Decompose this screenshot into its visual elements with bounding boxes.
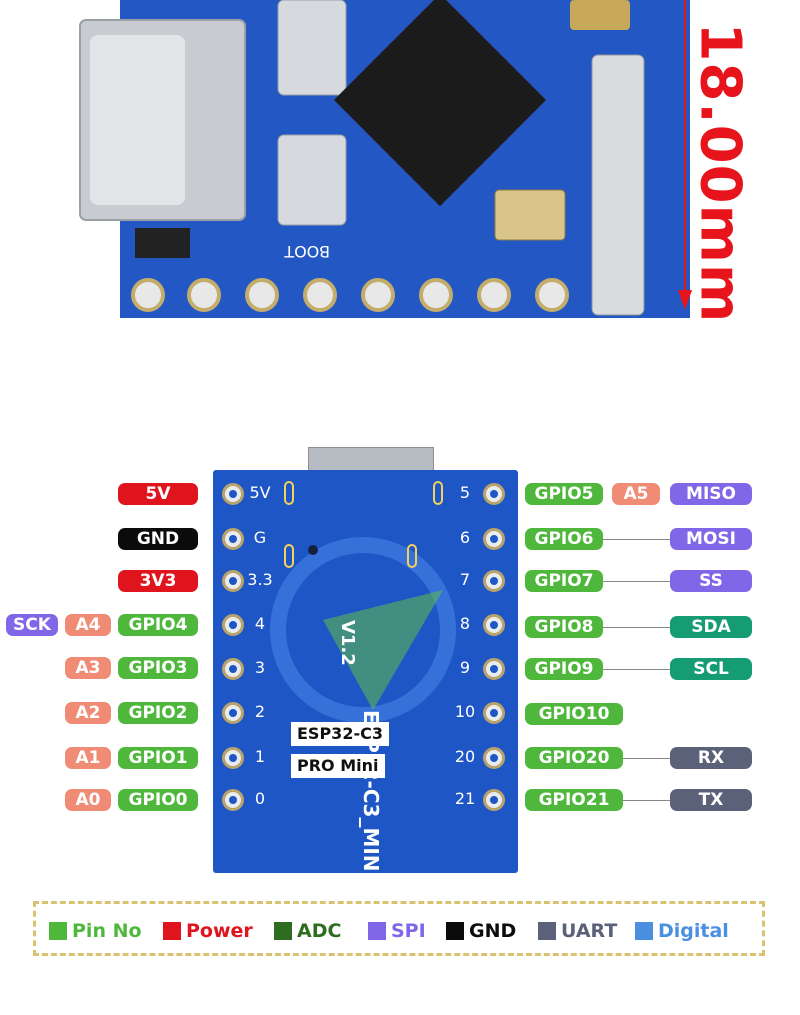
- board-photo-top: BOOT 18.00mm: [0, 0, 800, 340]
- label-gpio9: GPIO9: [525, 658, 603, 680]
- legend-swatch: [49, 922, 67, 940]
- pin-number-left: 0: [254, 789, 266, 808]
- label-a5: A5: [612, 483, 660, 505]
- legend-swatch: [274, 922, 292, 940]
- pin-number-right: 5: [459, 483, 471, 502]
- pin-number-left: 4: [254, 614, 266, 633]
- pin-number-right: 6: [459, 528, 471, 547]
- pin-pad-left: [222, 614, 244, 636]
- legend-swatch: [635, 922, 653, 940]
- legend-label: Power: [186, 920, 253, 942]
- pin-number-left: 2: [254, 702, 266, 721]
- pin-number-left: 1: [254, 747, 266, 766]
- pin-pad-right: [483, 614, 505, 636]
- pin-pad-left: [222, 528, 244, 550]
- legend-label: Pin No: [72, 920, 142, 942]
- label-mosi: MOSI: [670, 528, 752, 550]
- label-scl: SCL: [670, 658, 752, 680]
- label-rx: RX: [670, 747, 752, 769]
- label-a4: A4: [65, 614, 111, 636]
- pin-pad-right: [483, 702, 505, 724]
- label-gpio6: GPIO6: [525, 528, 603, 550]
- connector-line: [603, 581, 670, 582]
- pin-pad-right: [483, 789, 505, 811]
- label-gpio2: GPIO2: [118, 702, 198, 724]
- label-gnd: GND: [118, 528, 198, 550]
- legend-item: GND: [446, 921, 516, 941]
- legend: Pin No Power ADC SPI GND UART Digital: [33, 901, 765, 956]
- connector-line: [623, 758, 670, 759]
- pin-number-right: 10: [454, 702, 476, 721]
- label-a2: A2: [65, 702, 111, 724]
- label-ss: SS: [670, 570, 752, 592]
- label-3v3: 3V3: [118, 570, 198, 592]
- legend-label: ADC: [297, 920, 342, 942]
- label-gpio20: GPIO20: [525, 747, 623, 769]
- legend-item: UART: [538, 921, 617, 941]
- pin-number-left: 3.3: [247, 570, 273, 589]
- legend-label: SPI: [391, 920, 426, 942]
- label-a0: A0: [65, 789, 111, 811]
- label-sck: SCK: [6, 614, 58, 636]
- legend-swatch: [163, 922, 181, 940]
- label-gpio8: GPIO8: [525, 616, 603, 638]
- pin-number-right: 8: [459, 614, 471, 633]
- pin-pad-left: [222, 702, 244, 724]
- connector-line: [603, 539, 670, 540]
- pin-pad-right: [483, 570, 505, 592]
- pin-number-right: 9: [459, 658, 471, 677]
- legend-label: UART: [561, 920, 618, 942]
- pin-pad-left: [222, 789, 244, 811]
- legend-label: GND: [469, 920, 517, 942]
- legend-swatch: [446, 922, 464, 940]
- pin-pad-left: [222, 747, 244, 769]
- board-silkscreen: [270, 481, 456, 723]
- label-gpio10: GPIO10: [525, 703, 623, 725]
- legend-item: ADC: [274, 921, 341, 941]
- label-gpio4: GPIO4: [118, 614, 198, 636]
- label-gpio7: GPIO7: [525, 570, 603, 592]
- pin-pad-right: [483, 483, 505, 505]
- label-gpio1: GPIO1: [118, 747, 198, 769]
- pin-pad-left: [222, 483, 244, 505]
- connector-line: [623, 800, 670, 801]
- label-gpio3: GPIO3: [118, 657, 198, 679]
- label-gpio5: GPIO5: [525, 483, 603, 505]
- connector-line: [603, 627, 670, 628]
- pin-pad-right: [483, 528, 505, 550]
- label-gpio21: GPIO21: [525, 789, 623, 811]
- legend-swatch: [368, 922, 386, 940]
- pin-pad-left: [222, 658, 244, 680]
- pin-number-right: 20: [454, 747, 476, 766]
- label-a3: A3: [65, 657, 111, 679]
- pin-number-left: 5V: [249, 483, 271, 502]
- label-gpio0: GPIO0: [118, 789, 198, 811]
- esp32-c3-board: ESP32-C3_MINI_U1 V1.2: [213, 470, 518, 919]
- label-tx: TX: [670, 789, 752, 811]
- dimension-label: 18.00mm: [687, 22, 753, 324]
- chip-label-variant: PRO Mini: [291, 754, 385, 778]
- pin-number-left: 3: [254, 658, 266, 677]
- legend-swatch: [538, 922, 556, 940]
- connector-line: [603, 669, 670, 670]
- boot-silk: BOOT: [284, 242, 330, 261]
- board-top-illustration: BOOT: [79, 0, 692, 318]
- silk-version: V1.2: [337, 620, 358, 666]
- legend-item: SPI: [368, 921, 426, 941]
- label-5v: 5V: [118, 483, 198, 505]
- pin-number-right: 7: [459, 570, 471, 589]
- label-sda: SDA: [670, 616, 752, 638]
- label-miso: MISO: [670, 483, 752, 505]
- pin-pad-right: [483, 747, 505, 769]
- label-a1: A1: [65, 747, 111, 769]
- pin-pad-right: [483, 658, 505, 680]
- pin-pad-left: [222, 570, 244, 592]
- chip-label-model: ESP32-C3: [291, 722, 389, 746]
- legend-item: Power: [163, 921, 253, 941]
- pin-number-right: 21: [454, 789, 476, 808]
- legend-label: Digital: [658, 920, 729, 942]
- legend-item: Digital: [635, 921, 729, 941]
- pin-number-left: G: [253, 528, 267, 547]
- legend-item: Pin No: [49, 921, 142, 941]
